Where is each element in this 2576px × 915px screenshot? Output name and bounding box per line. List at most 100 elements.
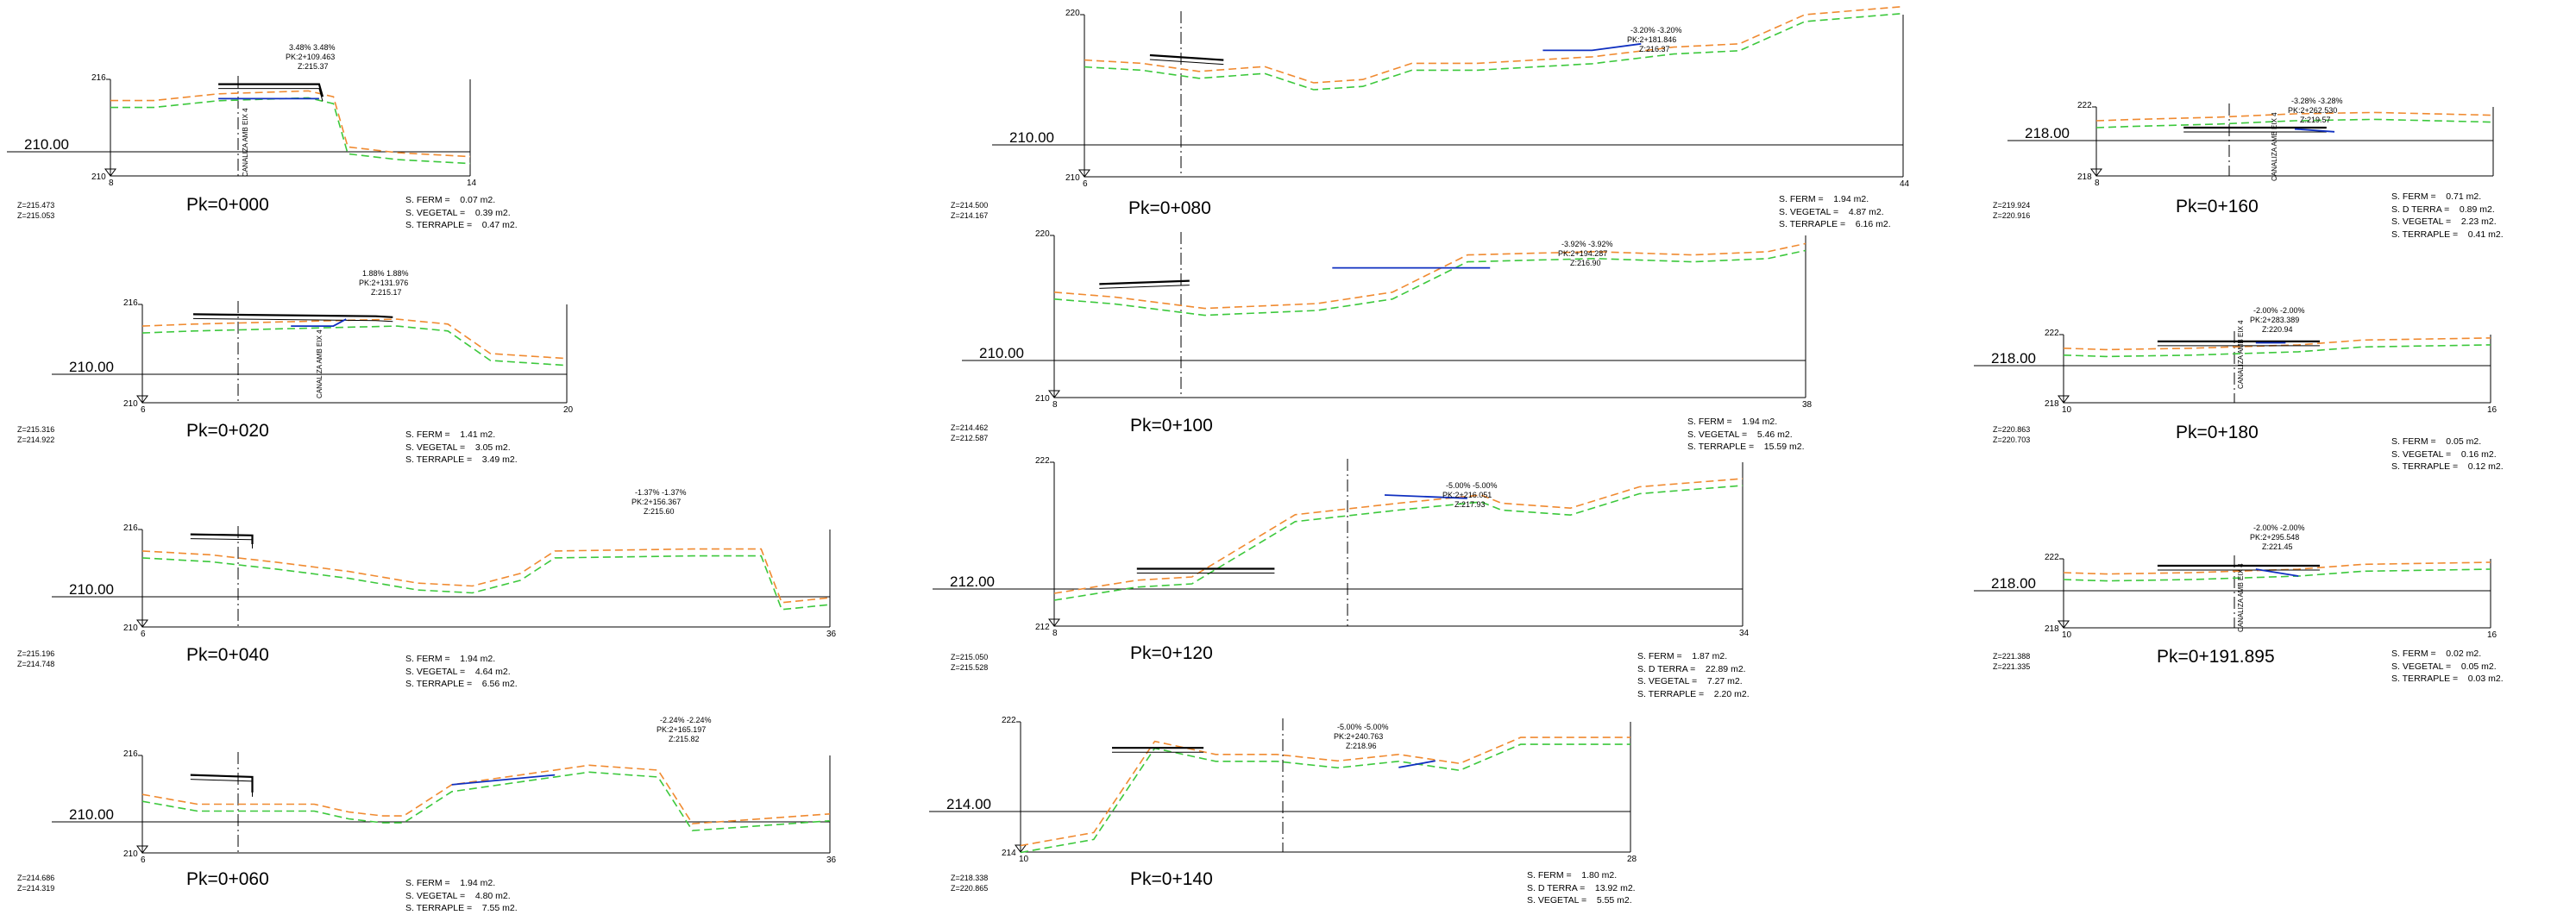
- x-tick-right-label: 36: [826, 630, 837, 639]
- elevation-left-top: Z=214.500: [951, 201, 989, 210]
- slope-label: -3.92% -3.92%: [1561, 240, 1613, 248]
- x-tick-right-label: 28: [1627, 855, 1637, 864]
- y-tick-bottom-label: 210: [123, 849, 138, 859]
- slope-label: 1.88% 1.88%: [362, 269, 409, 278]
- x-tick-right-label: 16: [2487, 630, 2497, 640]
- area-line: S. FERM = 0.02 m2.: [2391, 649, 2482, 659]
- datum-marker-icon: [1048, 618, 1060, 627]
- y-tick-bottom-label: 210: [1065, 173, 1080, 183]
- area-line: S. VEGETAL = 5.55 m2.: [1527, 895, 1632, 906]
- cross-section-4: [992, 5, 1904, 178]
- y-tick-bottom-label: 214: [1002, 849, 1016, 858]
- slope-pk-label: PK:2+109.463: [286, 53, 336, 61]
- x-tick-right-label: 38: [1802, 400, 1813, 410]
- y-tick-top-label: 220: [1035, 229, 1050, 239]
- slope-label: 3.48% 3.48%: [289, 43, 336, 52]
- y-tick-top-label: 222: [1002, 716, 1016, 725]
- area-line: S. FERM = 1.94 m2.: [405, 654, 496, 664]
- y-tick-bottom-label: 210: [123, 399, 138, 409]
- cross-section-10: [1974, 555, 2491, 629]
- datum-label: 218.00: [1991, 350, 2036, 367]
- road-subgrade-line: [192, 317, 393, 323]
- elevation-left-bottom: Z=214.319: [17, 884, 55, 893]
- elevation-left-bottom: Z=220.916: [1993, 211, 2031, 220]
- terrain-green-line: [2095, 118, 2494, 128]
- station-label: Pk=0+140: [1130, 869, 1213, 889]
- datum-label: 210.00: [69, 359, 114, 375]
- terrain-green-line: [110, 97, 471, 165]
- terrain-green-line: [141, 325, 568, 367]
- x-tick-right-label: 44: [1900, 179, 1910, 189]
- pavement-layer-line: [1384, 494, 1467, 499]
- elevation-left-bottom: Z=212.587: [951, 434, 989, 442]
- station-label: Pk=0+080: [1128, 198, 1211, 218]
- station-label: Pk=0+191.895: [2157, 647, 2275, 667]
- area-line: S. TERRAPLE = 2.20 m2.: [1637, 688, 1750, 699]
- area-line: S. VEGETAL = 4.80 m2.: [405, 890, 511, 901]
- area-line: S. VEGETAL = 0.05 m2.: [2391, 661, 2497, 672]
- pavement-layer-line: [1542, 42, 1642, 52]
- area-line: S. VEGETAL = 7.27 m2.: [1637, 676, 1743, 686]
- cross-section-2: [52, 526, 831, 628]
- station-label: Pk=0+120: [1130, 643, 1213, 663]
- area-line: S. VEGETAL = 5.46 m2.: [1687, 429, 1793, 440]
- slope-pk-label: PK:2+283.389: [2250, 316, 2300, 324]
- terrain-orange-line: [1053, 242, 1806, 310]
- slope-z-label: Z:216.37: [1639, 45, 1670, 53]
- axis-label-vertical: CANALIZA AMB EIX 4: [242, 108, 249, 177]
- pavement-layer-line: [2294, 128, 2335, 133]
- pavement-layer-line: [2255, 568, 2299, 577]
- x-tick-right-label: 34: [1739, 629, 1750, 638]
- terrain-orange-line: [2095, 111, 2494, 122]
- datum-label: 210.00: [1009, 129, 1054, 146]
- area-line: S. TERRAPLE = 0.47 m2.: [405, 220, 518, 230]
- cross-section-3: [52, 752, 831, 854]
- y-tick-bottom-label: 218: [2045, 624, 2059, 634]
- elevation-left-top: Z=215.196: [17, 649, 55, 658]
- datum-label: 218.00: [2025, 125, 2070, 141]
- area-line: S. FERM = 0.71 m2.: [2391, 191, 2482, 202]
- slope-z-label: Z:215.37: [298, 62, 329, 71]
- slope-z-label: Z:221.45: [2262, 542, 2293, 551]
- elevation-left-top: Z=220.863: [1993, 425, 2031, 434]
- axis-label-vertical: CANALIZA AMB EIX 4: [316, 329, 324, 398]
- y-tick-top-label: 222: [1035, 456, 1050, 466]
- y-tick-bottom-label: 210: [123, 624, 138, 633]
- area-line: S. FERM = 1.94 m2.: [405, 878, 496, 888]
- area-line: S. VEGETAL = 3.05 m2.: [405, 442, 511, 453]
- x-tick-left-label: 8: [1052, 400, 1058, 410]
- slope-label: -3.20% -3.20%: [1630, 26, 1682, 34]
- slope-z-label: Z:215.82: [669, 735, 700, 743]
- slope-z-label: Z:215.17: [371, 288, 402, 297]
- area-line: S. D TERRA = 22.89 m2.: [1637, 663, 1746, 674]
- station-label: Pk=0+160: [2176, 197, 2259, 216]
- y-tick-bottom-label: 210: [91, 172, 106, 182]
- x-tick-left-label: 6: [141, 405, 146, 415]
- area-line: S. VEGETAL = 4.87 m2.: [1779, 206, 1884, 217]
- slope-label: -5.00% -5.00%: [1446, 481, 1498, 490]
- x-tick-left-label: 10: [2062, 630, 2072, 640]
- terrain-green-line: [141, 555, 831, 611]
- terrain-green-line: [1084, 12, 1904, 91]
- elevation-left-bottom: Z=214.748: [17, 660, 55, 668]
- cross-section-1: [52, 301, 568, 404]
- terrain-orange-line: [141, 764, 831, 824]
- road-subgrade-line: [1099, 285, 1190, 289]
- road-subgrade-line: [1149, 59, 1224, 66]
- datum-marker-icon: [2058, 620, 2070, 629]
- terrain-orange-line: [1084, 5, 1904, 84]
- station-label: Pk=0+020: [186, 421, 269, 441]
- elevation-left-bottom: Z=220.703: [1993, 436, 2031, 444]
- area-line: S. D TERRA = 0.89 m2.: [2391, 204, 2495, 215]
- datum-label: 210.00: [979, 345, 1024, 361]
- slope-pk-label: PK:2+194.287: [1558, 249, 1608, 258]
- x-tick-right-label: 36: [826, 855, 837, 865]
- slope-z-label: Z:217.93: [1454, 500, 1486, 509]
- elevation-left-bottom: Z=214.167: [951, 211, 989, 220]
- station-label: Pk=0+000: [186, 195, 269, 215]
- terrain-orange-line: [141, 548, 831, 604]
- slope-pk-label: PK:2+216.051: [1442, 491, 1492, 499]
- elevation-left-bottom: Z=215.053: [17, 211, 55, 220]
- slope-label: -2.00% -2.00%: [2253, 306, 2305, 315]
